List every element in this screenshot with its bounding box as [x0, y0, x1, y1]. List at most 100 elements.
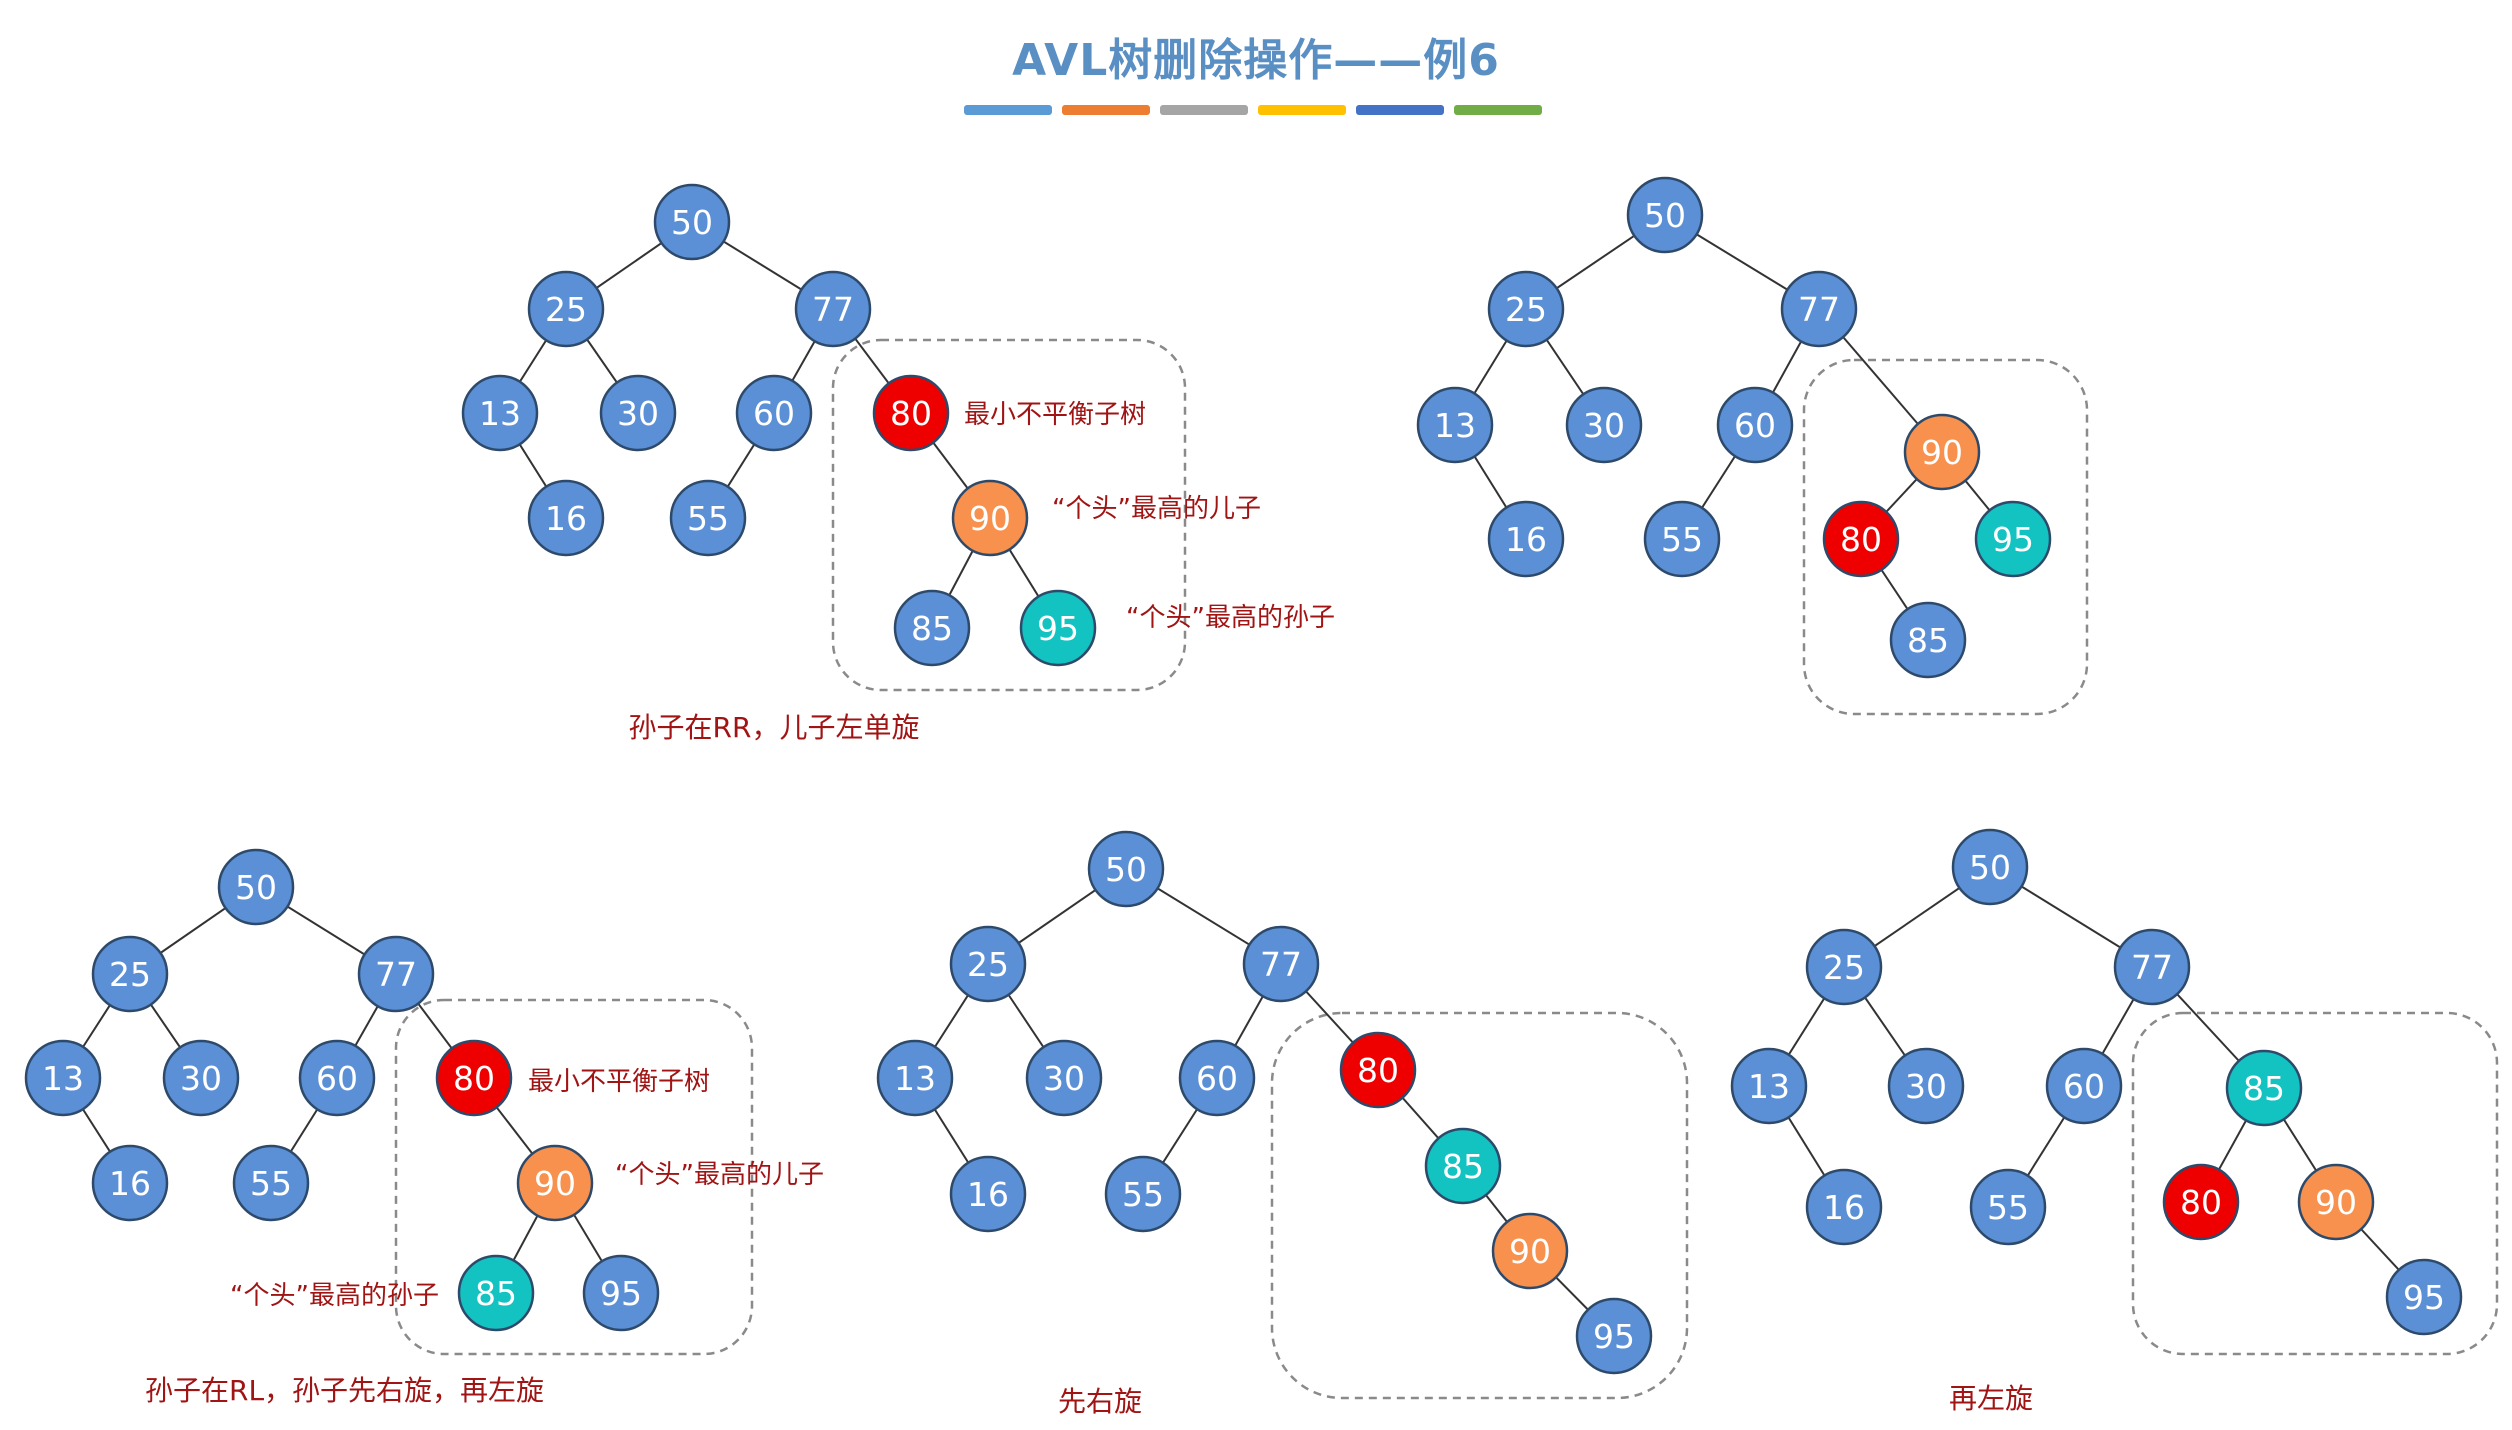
node-circle [2225, 1049, 2303, 1127]
node-circle [1626, 176, 1704, 254]
tree-node-30: 30 [1565, 386, 1643, 464]
node-label: 90 [1509, 1232, 1551, 1271]
tree-node-60: 60 [2045, 1047, 2123, 1125]
node-circle [1805, 1168, 1883, 1246]
tree-node-25: 25 [1805, 928, 1883, 1006]
node-circle [1780, 270, 1858, 348]
tree-node-50: 50 [1087, 830, 1165, 908]
node-circle [91, 1144, 169, 1222]
node-label: 77 [1798, 290, 1840, 329]
annotation-label: 最小不平衡子树 [528, 1067, 710, 1097]
node-circle [2045, 1047, 2123, 1125]
node-circle [893, 589, 971, 667]
node-circle [1416, 386, 1494, 464]
tree-node-80: 80 [2162, 1163, 2240, 1241]
tree-node-16: 16 [527, 479, 605, 557]
subtree-highlight-box [1270, 1011, 1689, 1400]
tree-node-50: 50 [1626, 176, 1704, 254]
node-circle [876, 1039, 954, 1117]
node-label: 25 [967, 945, 1009, 984]
tree-node-80: 80 [872, 374, 950, 452]
tree-node-90: 90 [951, 479, 1029, 557]
node-circle [527, 479, 605, 557]
node-label: 50 [1644, 196, 1686, 235]
tree-node-55: 55 [232, 1144, 310, 1222]
node-label: 50 [1969, 848, 2011, 887]
node-circle [1242, 925, 1320, 1003]
tree-node-85: 85 [1889, 601, 1967, 679]
node-circle [1805, 928, 1883, 1006]
node-circle [217, 848, 295, 926]
node-label: 95 [600, 1274, 642, 1313]
tree-node-90: 90 [1903, 413, 1981, 491]
node-label: 60 [316, 1059, 358, 1098]
tree-node-16: 16 [949, 1155, 1027, 1233]
node-label: 77 [1260, 945, 1302, 984]
tree-node-95: 95 [582, 1254, 660, 1332]
node-circle [1951, 828, 2029, 906]
node-circle [653, 183, 731, 261]
node-circle [357, 935, 435, 1013]
color-bar-2 [1062, 105, 1150, 115]
node-circle [735, 374, 813, 452]
tree-node-85: 85 [893, 589, 971, 667]
node-label: 50 [1105, 850, 1147, 889]
tree-node-80: 80 [435, 1039, 513, 1117]
tree-node-95: 95 [2385, 1258, 2463, 1336]
tree-node-80: 80 [1339, 1031, 1417, 1109]
node-label: 55 [250, 1164, 292, 1203]
tree-node-55: 55 [1969, 1168, 2047, 1246]
node-circle [1424, 1127, 1502, 1205]
node-circle [2297, 1163, 2375, 1241]
node-label: 55 [687, 499, 729, 538]
node-circle [1104, 1155, 1182, 1233]
node-circle [1025, 1039, 1103, 1117]
node-label: 30 [1043, 1059, 1085, 1098]
tree-node-16: 16 [1805, 1168, 1883, 1246]
node-circle [1339, 1031, 1417, 1109]
tree-node-55: 55 [1643, 500, 1721, 578]
tree-node-50: 50 [217, 848, 295, 926]
color-bar-6 [1454, 105, 1542, 115]
node-circle [24, 1039, 102, 1117]
tree-node-25: 25 [1487, 270, 1565, 348]
tree-node-77: 77 [2113, 928, 2191, 1006]
node-label: 50 [235, 868, 277, 907]
node-circle [1643, 500, 1721, 578]
color-bar-4 [1258, 105, 1346, 115]
node-label: 95 [1593, 1317, 1635, 1356]
tree-node-16: 16 [91, 1144, 169, 1222]
tree-node-13: 13 [1730, 1047, 1808, 1125]
node-circle [1974, 500, 2052, 578]
node-circle [1730, 1047, 1808, 1125]
node-label: 16 [1505, 520, 1547, 559]
tree-node-55: 55 [669, 479, 747, 557]
node-label: 95 [2403, 1278, 2445, 1317]
node-circle [516, 1144, 594, 1222]
annotation-label: “个头”最高的儿子 [615, 1160, 824, 1190]
node-label: 60 [753, 394, 795, 433]
node-label: 25 [1823, 948, 1865, 987]
node-label: 13 [42, 1059, 84, 1098]
node-circle [2162, 1163, 2240, 1241]
node-label: 85 [475, 1274, 517, 1313]
node-circle [669, 479, 747, 557]
color-bar-strip [964, 105, 1544, 115]
node-label: 60 [2063, 1067, 2105, 1106]
node-circle [1087, 830, 1165, 908]
tree-node-85: 85 [457, 1254, 535, 1332]
node-label: 30 [617, 394, 659, 433]
node-circle [435, 1039, 513, 1117]
node-label: 13 [894, 1059, 936, 1098]
color-bar-1 [964, 105, 1052, 115]
tree-node-55: 55 [1104, 1155, 1182, 1233]
tree-node-95: 95 [1575, 1297, 1653, 1375]
subtree-highlight-box [2131, 1011, 2499, 1356]
tree-node-85: 85 [1424, 1127, 1502, 1205]
annotation-label: “个头”最高的孙子 [1126, 603, 1335, 633]
node-circle [949, 925, 1027, 1003]
node-label: 16 [545, 499, 587, 538]
